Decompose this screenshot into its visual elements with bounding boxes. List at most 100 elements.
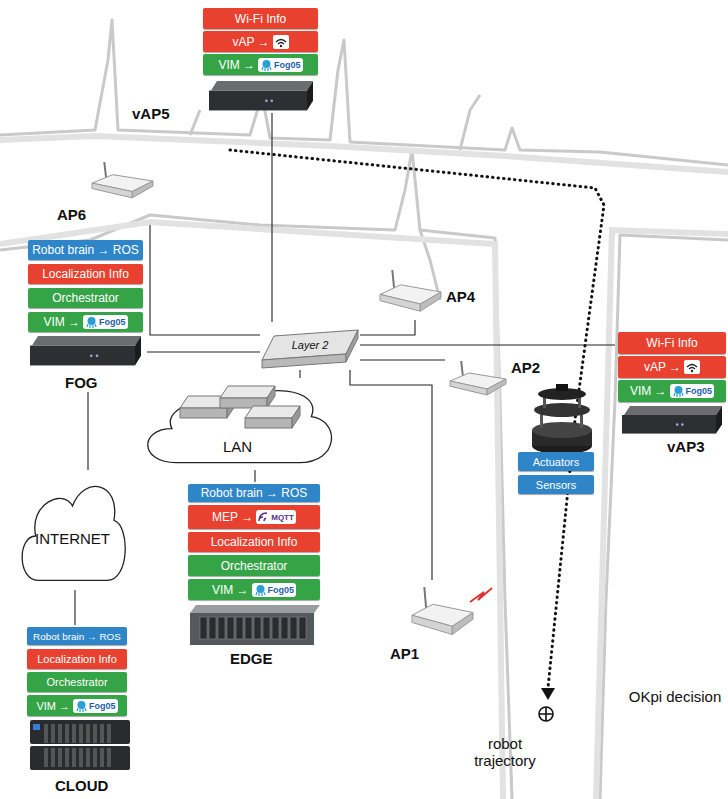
logo-tile: Fog05 — [670, 384, 715, 398]
box-content: VIM → Fog05 — [627, 384, 717, 398]
server-device — [207, 81, 315, 113]
logo-text: Fog05 — [274, 60, 301, 70]
cloud-label: INTERNET — [15, 530, 130, 547]
box-text: VIM → — [212, 583, 249, 597]
box-content: Robot brain → ROS — [29, 243, 142, 257]
cloud-shape: LAN — [135, 378, 340, 470]
box-content: Wi-Fi Info — [232, 12, 289, 26]
server-device — [28, 336, 143, 368]
box-text: Robot brain → ROS — [32, 243, 139, 257]
box-content: VIM → Fog05 — [209, 583, 299, 597]
access-point — [90, 160, 155, 202]
colored-box: Localization Info — [27, 649, 127, 669]
box-content: Actuators — [530, 456, 582, 468]
logo-text: MQTT — [271, 513, 294, 522]
box-text: Wi-Fi Info — [646, 336, 697, 350]
device: AP2 — [445, 355, 550, 405]
cloud-shape: INTERNET — [15, 470, 130, 590]
colored-box: Wi-Fi Info — [618, 332, 726, 354]
network-link — [271, 113, 272, 322]
box-content: MEP → MQTT — [209, 510, 299, 524]
network-link — [74, 590, 75, 625]
device: AP6 — [55, 160, 160, 225]
device: CLOUD Robot brain → ROS Localization InfoO… — [25, 625, 145, 797]
box-text: Orchestrator — [46, 676, 107, 688]
device-label: vAP5 — [132, 105, 170, 122]
mqtt-logo — [258, 512, 270, 522]
colored-box: VIM → Fog05 — [28, 312, 143, 332]
logo-text: Fog05 — [268, 585, 295, 595]
wireless-bolt — [470, 588, 492, 602]
access-point — [410, 585, 475, 640]
robot — [532, 384, 592, 454]
box-content: Orchestrator — [43, 676, 110, 688]
server-device — [30, 720, 130, 770]
box-text: Sensors — [536, 479, 576, 491]
box-text: VIM → — [43, 315, 80, 329]
box-content: Wi-Fi Info — [643, 336, 700, 350]
device-label: EDGE — [230, 650, 273, 667]
box-content: Localization Info — [208, 535, 301, 549]
server-device — [620, 406, 724, 436]
network-link — [360, 320, 415, 335]
device: vAP3 Wi-Fi Info vAP → VIM → Fog05 — [615, 330, 728, 455]
cloud-label: LAN — [135, 438, 340, 455]
box-text: Orchestrator — [52, 291, 119, 305]
logo-tile: Fog05 — [83, 315, 128, 329]
logo-text: Fog05 — [686, 386, 713, 396]
fog05-logo — [672, 385, 685, 397]
device-label: FOG — [65, 374, 98, 391]
box-text: Localization Info — [37, 653, 117, 665]
logo-tile: MQTT — [256, 510, 296, 524]
box-content: vAP → — [641, 360, 703, 374]
colored-box: Sensors — [518, 475, 594, 494]
device-label: AP4 — [446, 288, 475, 305]
colored-box: vAP → — [203, 31, 318, 52]
box-content: VIM → Fog05 — [40, 315, 130, 329]
box-text: Robot brain → ROS — [201, 486, 308, 500]
access-point — [448, 359, 508, 399]
device: FOGRobot brain → ROSLocalization InfoOrc… — [25, 238, 147, 392]
colored-box: Orchestrator — [188, 555, 320, 576]
colored-box: Localization Info — [188, 532, 320, 552]
wifi-icon — [273, 35, 289, 49]
box-content: VIM → Fog05 — [33, 699, 120, 713]
logo-tile: Fog05 — [73, 699, 118, 713]
network-link — [299, 370, 300, 378]
box-content: Robot brain → ROS — [198, 486, 311, 500]
colored-box: MEP → MQTT — [188, 505, 320, 529]
box-text: Localization Info — [211, 535, 298, 549]
fog05-logo — [85, 316, 98, 328]
box-text: VIM → — [36, 700, 70, 712]
colored-box: vAP → — [618, 356, 726, 378]
wifi-icon — [684, 360, 700, 374]
logo-tile: Fog05 — [252, 583, 297, 597]
device-label: AP2 — [511, 359, 540, 376]
box-text: Robot brain → ROS — [33, 631, 121, 642]
box-text: Orchestrator — [221, 559, 288, 573]
box-content: vAP → — [229, 35, 291, 49]
logo-text: Fog05 — [99, 317, 126, 327]
fog05-logo — [254, 584, 267, 596]
access-point — [378, 268, 443, 316]
colored-box: Robot brain → ROS — [188, 484, 320, 502]
device: AP4 — [378, 268, 478, 320]
network-link — [360, 359, 445, 360]
device: AP1 — [385, 580, 485, 670]
box-text: VIM → — [630, 384, 667, 398]
box-text: VIM → — [218, 58, 255, 72]
device: vAP5Wi-Fi InfovAP →VIM →Fog05 — [200, 5, 322, 113]
logo-tile: Fog05 — [258, 58, 303, 72]
colored-box: VIM → Fog05 — [188, 579, 320, 600]
device-label: CLOUD — [55, 777, 108, 794]
logo-text: Fog05 — [89, 701, 116, 711]
device-label: AP1 — [390, 645, 419, 662]
box-text: MEP → — [212, 510, 253, 524]
colored-box: VIM → Fog05 — [203, 54, 318, 75]
colored-box: Actuators — [518, 452, 594, 471]
cloud-outline — [135, 378, 340, 470]
colored-box: VIM → Fog05 — [618, 380, 726, 402]
colored-box: Robot brain → ROS — [28, 240, 143, 260]
box-content: Sensors — [533, 479, 579, 491]
device-label: vAP3 — [667, 438, 705, 455]
